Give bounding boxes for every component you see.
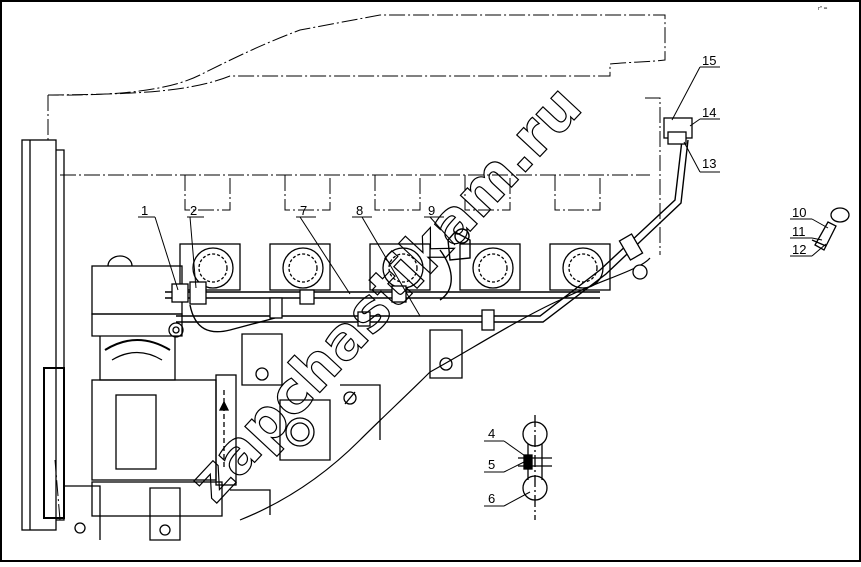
callout-14: 14 — [689, 105, 720, 127]
injector-boss — [459, 243, 521, 291]
flywheel-housing — [21, 139, 65, 531]
svg-text:14: 14 — [702, 105, 716, 120]
svg-text:13: 13 — [702, 156, 716, 171]
svg-text:6: 6 — [488, 491, 495, 506]
watermark-text: zapchastikam.ru — [176, 72, 595, 514]
svg-text:11: 11 — [792, 224, 806, 239]
callout-4: 4 — [484, 426, 529, 459]
callout-8: 8 — [352, 203, 421, 317]
callout-6: 6 — [484, 491, 531, 507]
callout-11: 11 — [790, 224, 823, 241]
svg-text:1: 1 — [141, 203, 148, 218]
fuel-pipeline — [165, 139, 689, 333]
injector-boss — [179, 243, 241, 291]
lower-brackets — [241, 329, 463, 461]
injector-boss — [269, 243, 331, 291]
svg-text:7: 7 — [300, 203, 307, 218]
callout-10: 10 — [790, 205, 829, 229]
svg-text:4: 4 — [488, 426, 495, 441]
svg-text:10: 10 — [792, 205, 806, 220]
engine-foot — [64, 485, 271, 541]
corner-mark: r" ═ — [818, 6, 828, 12]
svg-text:9: 9 — [428, 203, 435, 218]
callout-15: 15 — [671, 53, 720, 121]
callouts: 1 2 7 8 9 15 14 13 — [138, 53, 829, 507]
callout-13: 13 — [683, 141, 720, 173]
clamp-detail-view — [518, 415, 552, 520]
callout-12: 12 — [790, 242, 827, 257]
callout-5: 5 — [484, 457, 525, 473]
svg-text:2: 2 — [190, 203, 197, 218]
cylinder-heads — [184, 175, 601, 211]
svg-text:5: 5 — [488, 457, 495, 472]
injector-boss — [549, 243, 611, 291]
filter-assembly — [91, 255, 237, 517]
fitting-detail-view — [811, 207, 850, 251]
callout-7: 7 — [296, 203, 351, 295]
callout-9: 9 — [424, 203, 456, 246]
svg-text:8: 8 — [356, 203, 363, 218]
svg-text:15: 15 — [702, 53, 716, 68]
callout-1: 1 — [138, 203, 179, 291]
svg-text:12: 12 — [792, 242, 806, 257]
pipe-fittings — [171, 117, 693, 331]
callout-2: 2 — [187, 203, 204, 289]
